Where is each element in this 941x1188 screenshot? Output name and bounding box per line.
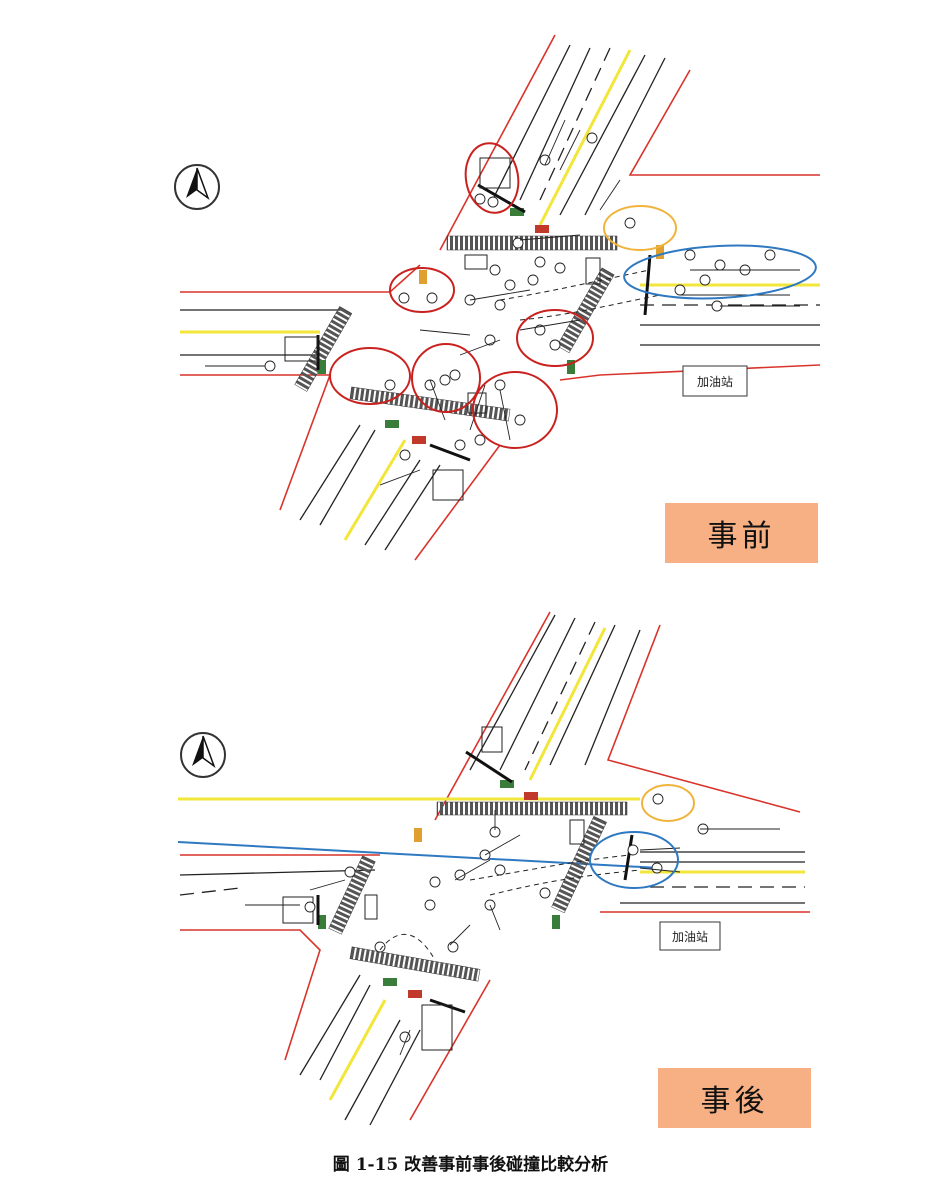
figure-caption: 圖 1-15 改善事前事後碰撞比較分析 — [332, 1155, 609, 1175]
lane-lines — [179, 614, 805, 1126]
before-intersection-diagram: 加油站 — [174, 34, 821, 561]
before-diagram-panel: 加油站 — [0, 0, 941, 580]
traffic-signal-icon — [318, 780, 560, 998]
before-label-badge: 事前 — [665, 503, 818, 563]
after-intersection-diagram: 加油站 — [177, 611, 810, 1126]
collision-highlights — [589, 784, 695, 889]
crosswalk — [328, 801, 628, 982]
gas-station-label: 加油站 — [659, 921, 721, 951]
svg-text:加油站: 加油站 — [697, 375, 733, 389]
svg-text:加油站: 加油站 — [672, 930, 708, 944]
north-arrow-icon — [180, 732, 226, 778]
north-arrow-icon — [174, 164, 220, 210]
after-diagram-panel: 加油站 事後 — [0, 590, 941, 1140]
lane-lines — [180, 44, 820, 551]
vehicle-paths — [245, 810, 780, 1056]
collision-markers — [264, 132, 776, 461]
center-lines — [180, 49, 820, 541]
crosswalk — [294, 235, 618, 422]
road-edges — [180, 611, 810, 1121]
traffic-signal-icon — [318, 208, 664, 444]
collision-highlights — [329, 142, 817, 449]
vehicle-paths — [205, 119, 800, 486]
center-lines — [178, 627, 805, 1101]
gas-station-label: 加油站 — [682, 365, 748, 397]
after-label-badge: 事後 — [658, 1068, 811, 1128]
